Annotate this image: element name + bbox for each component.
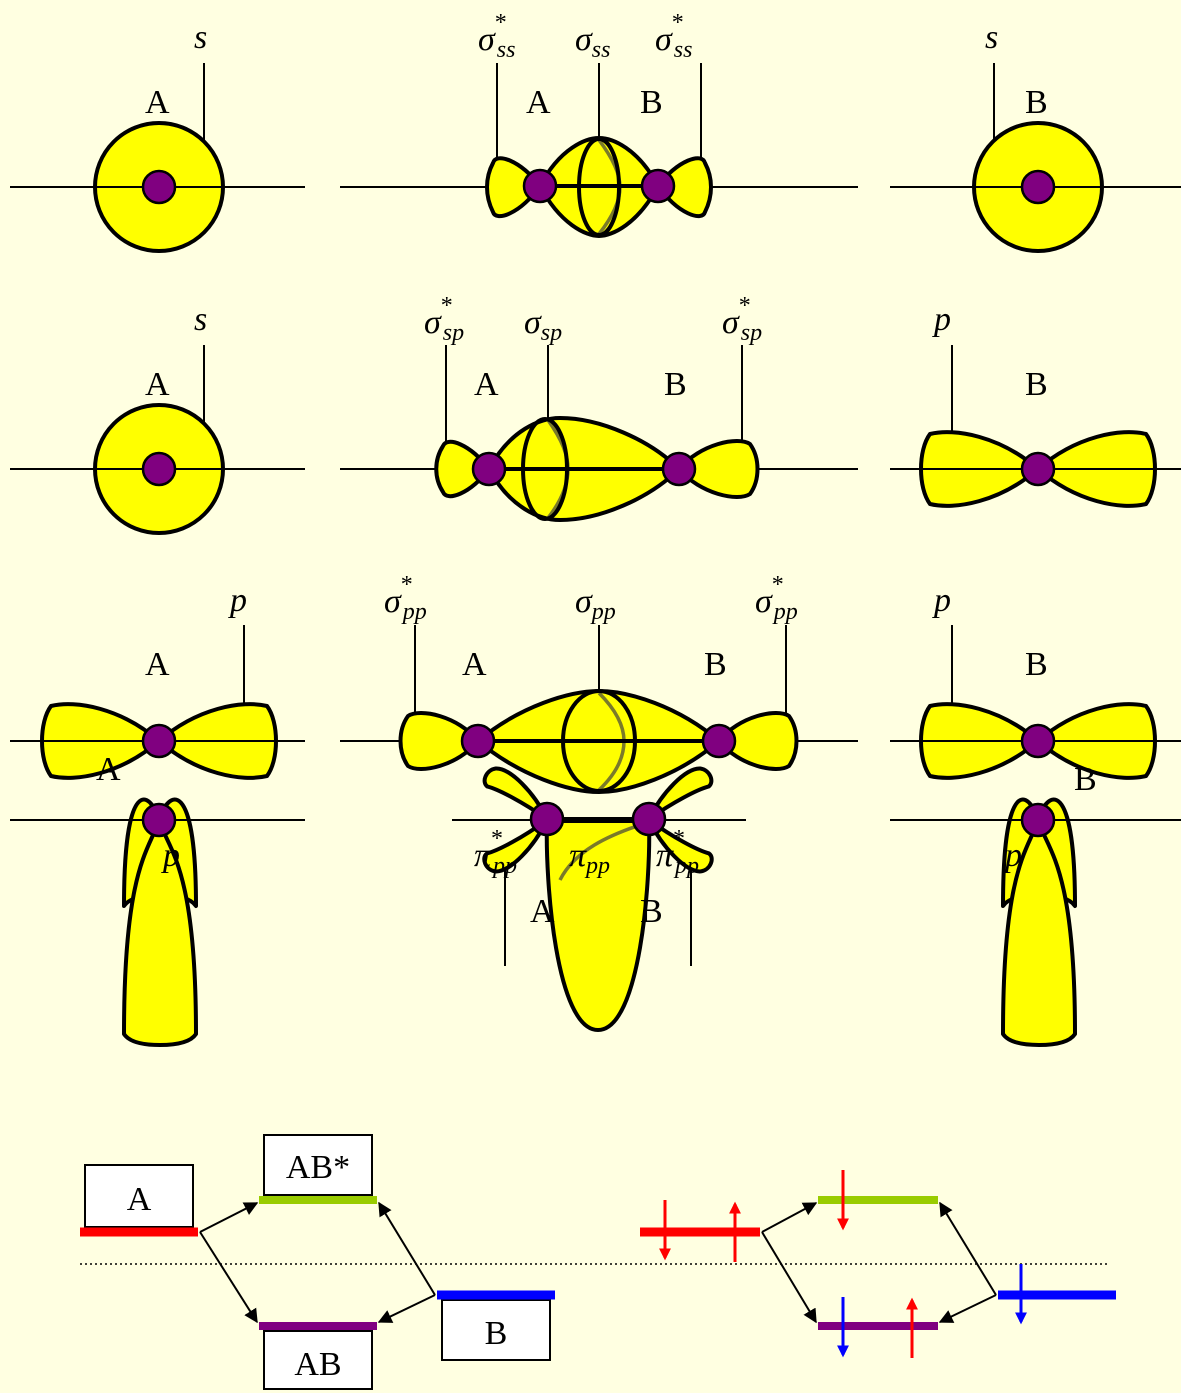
- nucleus-b: [642, 170, 674, 202]
- nucleus-b: [1022, 804, 1054, 836]
- atom-b-pz-orbital: p B: [890, 761, 1181, 1045]
- label-sigma-star-ss-left: σ*ss: [478, 10, 515, 63]
- atom-label-a: A: [96, 751, 121, 788]
- nucleus-a: [143, 804, 175, 836]
- atom-label-a: A: [526, 84, 551, 121]
- atom-b-p-orbital: p B: [890, 301, 1181, 506]
- atom-b-s-orbital: s B: [890, 19, 1181, 251]
- atom-label-a: A: [145, 366, 170, 403]
- label-level-a: A: [127, 1181, 152, 1218]
- nucleus-a: [143, 171, 175, 203]
- atom-label-b: B: [1025, 366, 1048, 403]
- orbital-label-p: p: [932, 301, 951, 338]
- atom-label-a: A: [474, 366, 499, 403]
- label-sigma-pp: σpp: [575, 583, 616, 625]
- row-s-p: s A σ*sp σsp σ*sp A B: [10, 293, 1181, 533]
- sigma-pp-molecule: σ*pp σpp σ*pp A B: [340, 572, 858, 792]
- nucleus-b: [1022, 725, 1054, 757]
- orbital-label-s: s: [194, 19, 207, 56]
- atom-a-s-orbital: s A: [10, 301, 305, 533]
- nucleus-b: [663, 453, 695, 485]
- label-sigma-sp: σsp: [524, 304, 562, 346]
- pi-pp-molecule: π*pp πpp π*pp A B: [452, 758, 746, 1030]
- label-sigma-ss: σss: [575, 21, 610, 63]
- label-pi-star-pp-left: π*pp: [474, 826, 517, 879]
- orbital-label-p: p: [228, 582, 247, 619]
- nucleus-a: [143, 453, 175, 485]
- label-sigma-star-sp-right: σ*sp: [722, 293, 762, 346]
- atom-b-p-orbital: p B: [890, 582, 1181, 778]
- nucleus-a: [473, 453, 505, 485]
- atom-label-a: A: [530, 893, 555, 930]
- nucleus-a: [462, 725, 494, 757]
- orbital-label-p: p: [161, 837, 180, 874]
- atom-a-p-orbital: p A: [10, 582, 305, 778]
- energy-diagram-left: A AB* AB B: [80, 1135, 1110, 1389]
- sigma-ss-molecule: σ*ss σss σ*ss A B: [340, 10, 858, 236]
- nucleus-b: [1022, 171, 1054, 203]
- nucleus-a: [524, 170, 556, 202]
- atom-label-b: B: [1025, 84, 1048, 121]
- label-antibonding: AB*: [286, 1149, 350, 1186]
- row-p-p-sigma: p A σ*pp σpp σ*pp A B: [10, 572, 1181, 792]
- atom-label-b: B: [664, 366, 687, 403]
- atom-label-b: B: [1074, 761, 1097, 798]
- atom-a-s-orbital: s A: [10, 19, 305, 251]
- orbital-label-s: s: [194, 301, 207, 338]
- nucleus-b: [633, 803, 665, 835]
- orbital-label-p: p: [932, 582, 951, 619]
- atom-a-pz-orbital: p A: [10, 751, 305, 1045]
- label-bonding: AB: [294, 1346, 341, 1383]
- label-sigma-star-pp-left: σ*pp: [384, 572, 427, 625]
- atom-label-b: B: [704, 646, 727, 683]
- orbital-label-s: s: [985, 19, 998, 56]
- sigma-sp-molecule: σ*sp σsp σ*sp A B: [340, 293, 858, 520]
- nucleus-a: [143, 725, 175, 757]
- atom-label-a: A: [145, 646, 170, 683]
- label-sigma-star-sp-left: σ*sp: [424, 293, 464, 346]
- label-sigma-star-ss-right: σ*ss: [655, 10, 692, 63]
- nucleus-b: [703, 725, 735, 757]
- atom-label-b: B: [640, 84, 663, 121]
- label-level-b: B: [485, 1315, 508, 1352]
- atom-label-a: A: [145, 84, 170, 121]
- nucleus-b: [1022, 453, 1054, 485]
- atom-label-a: A: [462, 646, 487, 683]
- row-p-p-pi: p A π*pp π: [10, 751, 1181, 1045]
- orbital-label-p: p: [1003, 837, 1022, 874]
- nucleus-a: [531, 803, 563, 835]
- atom-label-b: B: [640, 893, 663, 930]
- atom-label-b: B: [1025, 646, 1048, 683]
- label-sigma-star-pp-right: σ*pp: [755, 572, 798, 625]
- row-s-s: s A σ*ss σss σ*ss A B: [10, 10, 1181, 251]
